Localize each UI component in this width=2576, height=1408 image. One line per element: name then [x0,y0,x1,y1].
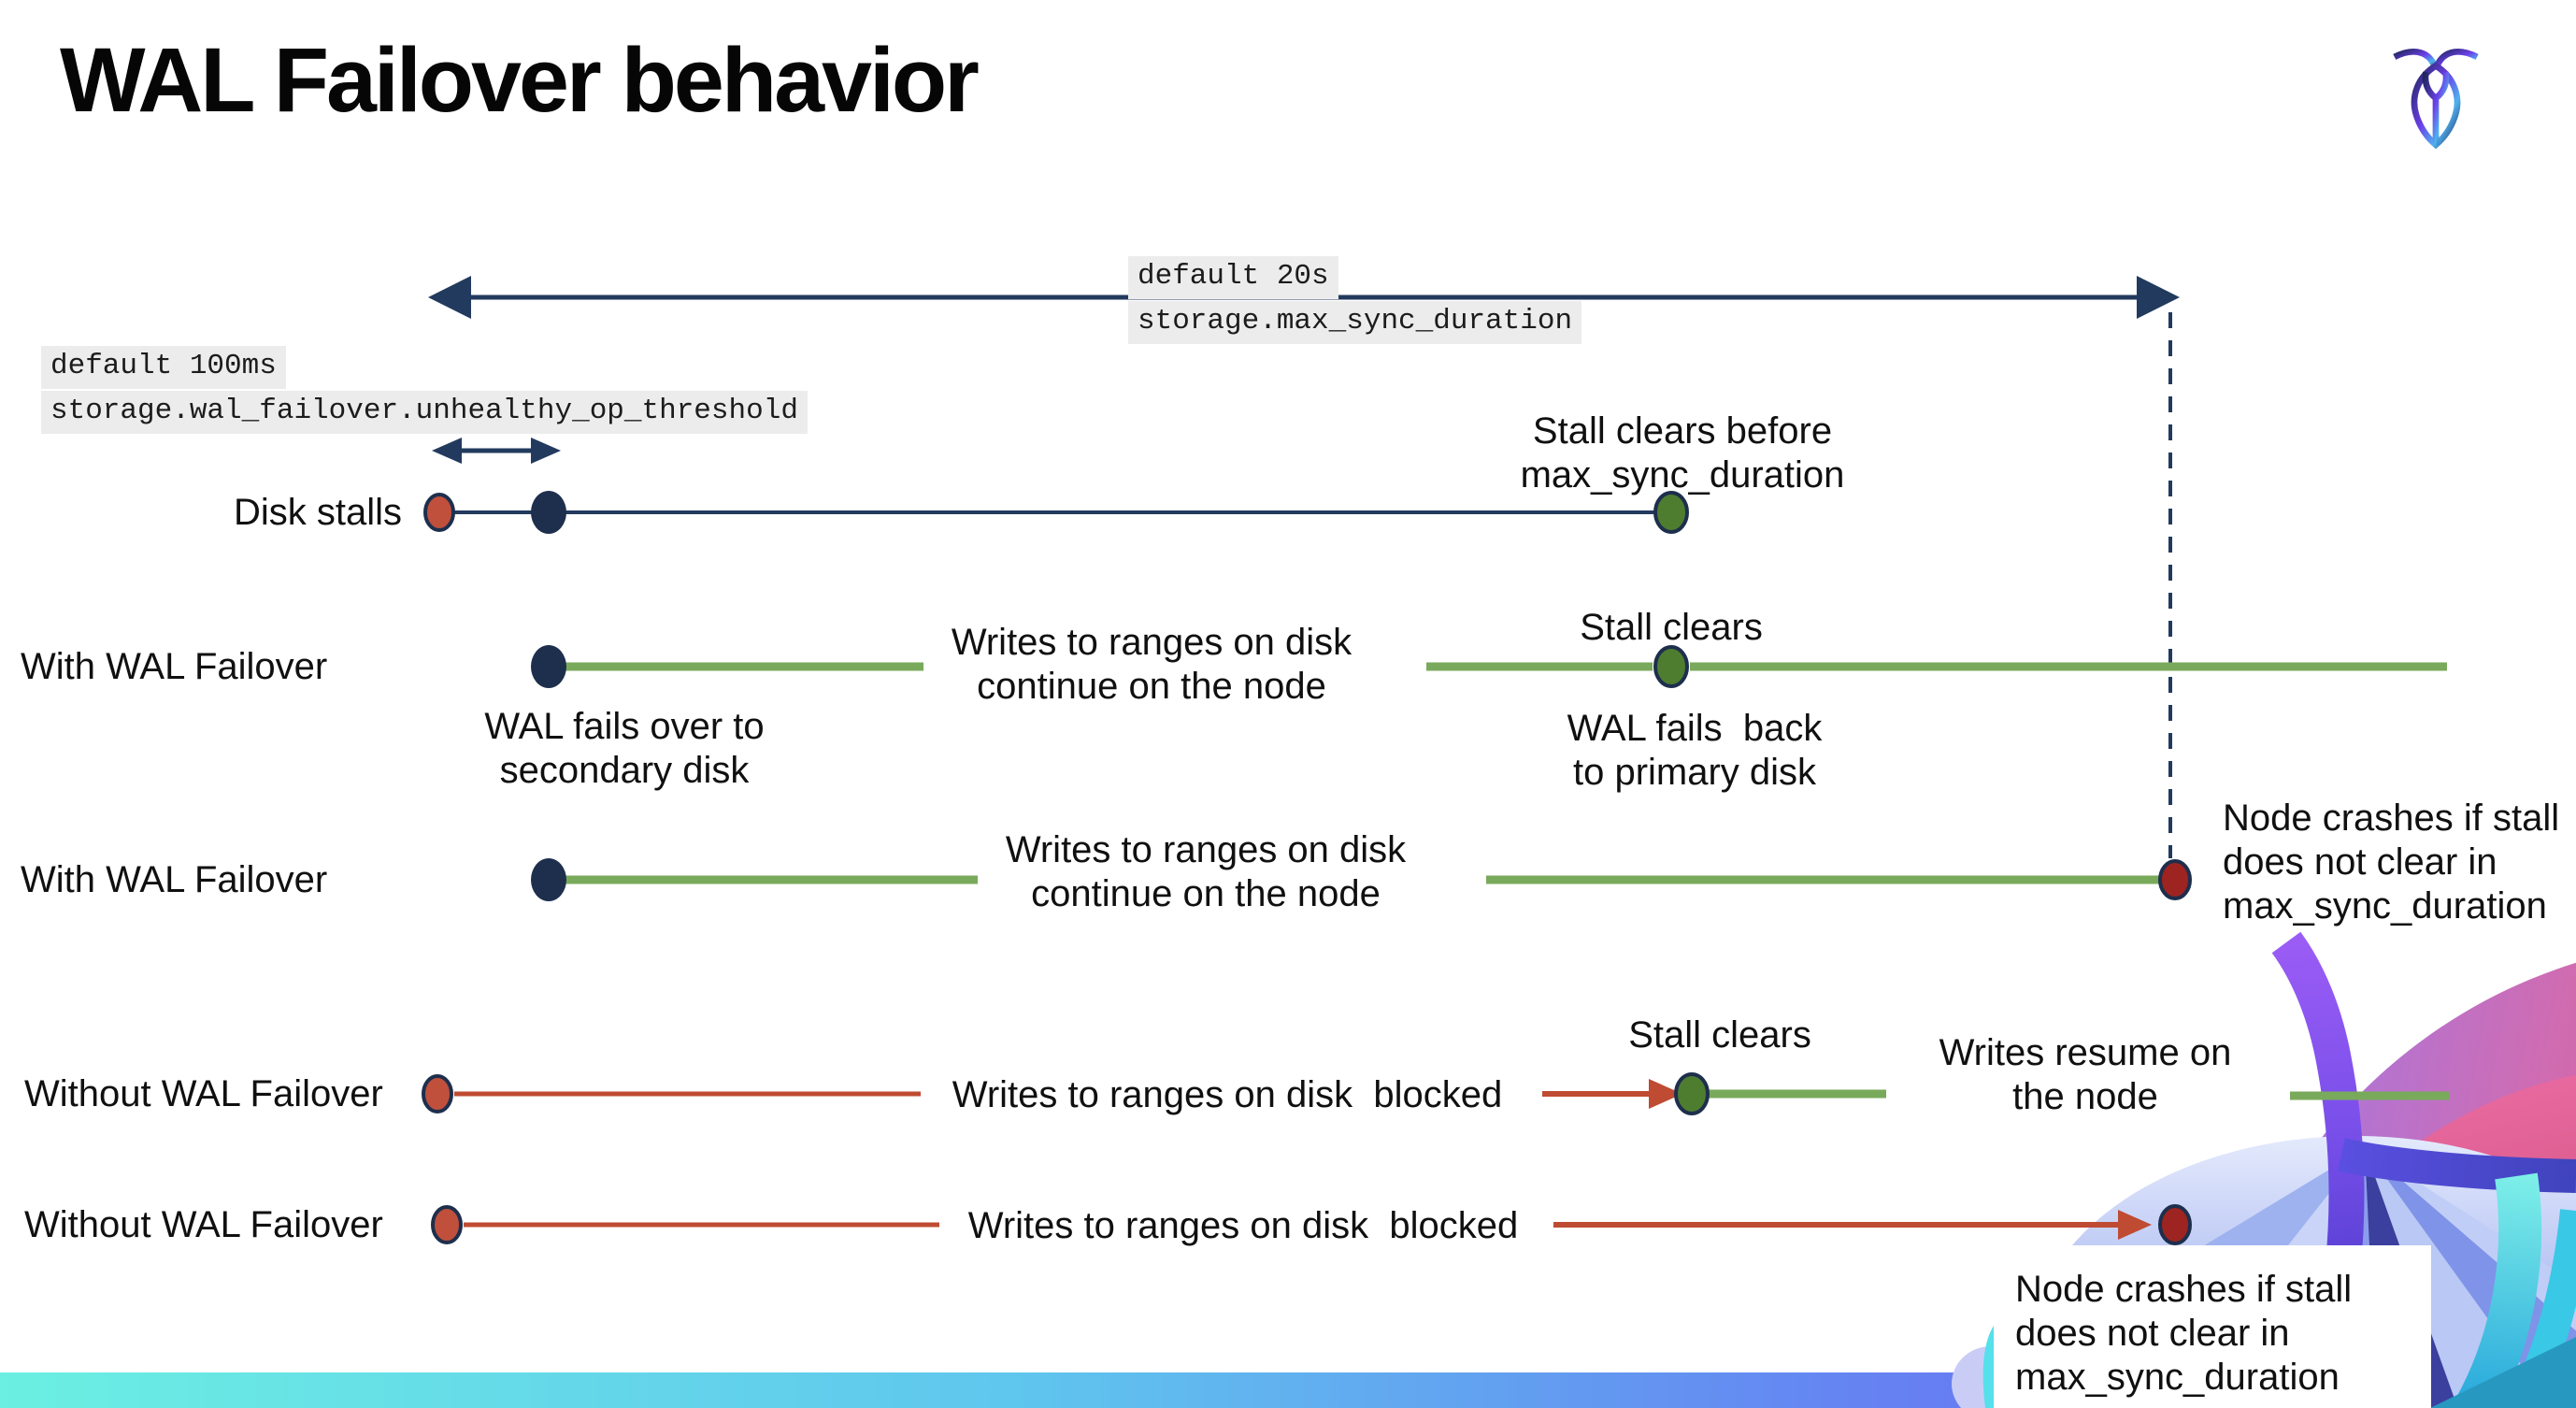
logo-inner-y [2422,71,2450,145]
row-label-disk-stalls: Disk stalls [233,492,402,533]
failover-dot [531,645,566,688]
threshold-dot [531,491,566,534]
unhealthy-op-setting-name: storage.wal_failover.unhealthy_op_thresh… [41,391,808,434]
note-node-crashes-1: Node crashes if stall does not clear in … [2223,797,2560,927]
red-arrowhead [2118,1210,2152,1240]
node-crash-dot [2158,859,2192,900]
row-label-without-wal-failover-2: Without WAL Failover [24,1204,383,1245]
note-stall-clears-before: Stall clears before max_sync_duration [1520,410,1845,496]
note-stall-clears-1: Stall clears [1580,607,1763,648]
note-writes-continue-2: Writes to ranges on disk continue on the… [1005,829,1407,914]
unhealthy-op-default-label: default 100ms storage.wal_failover.unhea… [41,346,808,434]
node-crash-dot [2158,1204,2192,1245]
art-antenna-horizontal [2338,1138,2576,1193]
red-arrowhead [1649,1079,1682,1109]
failover-dot [531,858,566,901]
page-title: WAL Failover behavior [60,29,980,131]
row-label-with-wal-failover-1: With WAL Failover [21,646,328,687]
stall-start-dot [423,493,455,532]
note-wal-fails-over: WAL fails over to secondary disk [484,706,765,791]
note-wal-fails-back: WAL fails back to primary disk [1567,708,1823,793]
row-label-with-wal-failover-2: With WAL Failover [21,859,328,900]
stall-clears-dot [1653,491,1689,534]
note-writes-continue-1: Writes to ranges on disk continue on the… [951,622,1352,707]
row-label-without-wal-failover-1: Without WAL Failover [24,1073,383,1114]
max-sync-setting-name: storage.max_sync_duration [1128,301,1582,344]
note-writes-blocked-2: Writes to ranges on disk blocked [967,1205,1519,1246]
note-writes-blocked-1: Writes to ranges on disk blocked [952,1074,1503,1115]
row-with-wal-failover-1 [531,645,2447,688]
note-writes-resume: Writes resume on the node [1939,1032,2232,1117]
stall-start-dot [422,1074,453,1113]
cockroachdb-logo-icon [2393,49,2479,150]
stall-clears-dot [1674,1072,1710,1115]
unhealthy-op-threshold-arrow [432,438,561,464]
note-node-crashes-2: Node crashes if stall does not clear in … [2015,1269,2353,1398]
stall-clears-dot [1653,645,1689,688]
stall-start-dot [431,1205,463,1244]
note-stall-clears-2: Stall clears [1628,1014,1811,1056]
max-sync-default-label: default 20s storage.max_sync_duration [1128,256,1582,344]
